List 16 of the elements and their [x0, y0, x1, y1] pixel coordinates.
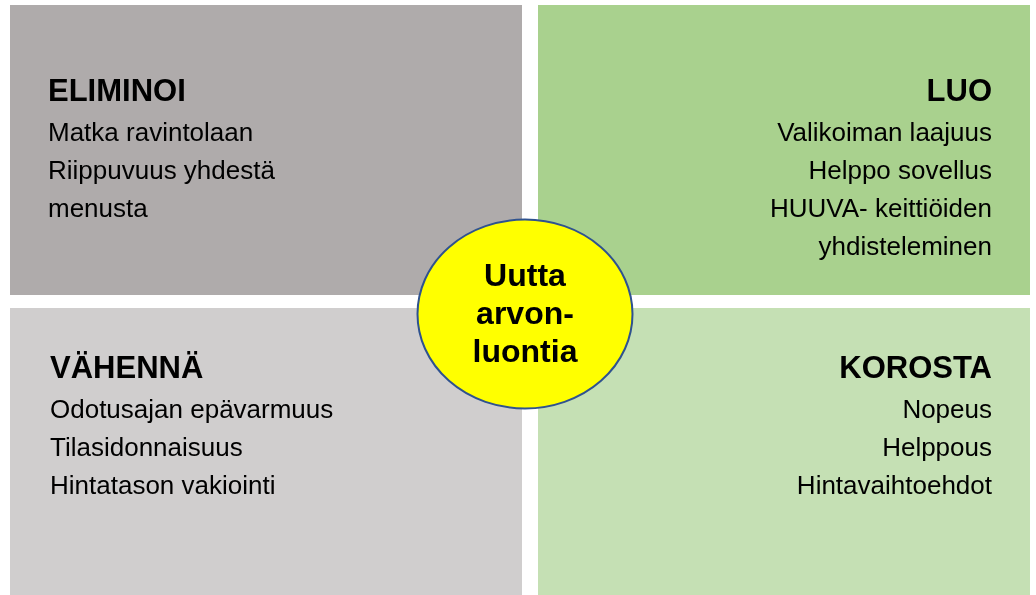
quadrant-heading: LUO	[925, 72, 992, 110]
list-item: Hintavaihtoehdot	[796, 469, 992, 502]
quadrant-heading: VÄHENNÄ	[50, 349, 205, 387]
list-item: HUUVA- keittiöiden yhdisteleminen	[768, 192, 992, 263]
list-item: Helppo sovellus	[807, 154, 992, 187]
quadrant-heading: KOROSTA	[838, 349, 992, 387]
list-item: Odotusajan epävarmuus	[50, 393, 334, 426]
quadrant-heading: ELIMINOI	[48, 72, 187, 110]
list-item: Tilasidonnaisuus	[50, 431, 244, 464]
list-item: Helppous	[881, 431, 992, 464]
center-label: Uutta arvon- luontia	[471, 256, 579, 370]
list-item: Nopeus	[901, 393, 992, 426]
list-item: Hintatason vakiointi	[50, 469, 277, 502]
list-item: Riippuvuus yhdestä menusta	[48, 154, 276, 225]
list-item: Valikoiman laajuus	[776, 116, 992, 149]
list-item: Matka ravintolaan	[48, 116, 255, 149]
